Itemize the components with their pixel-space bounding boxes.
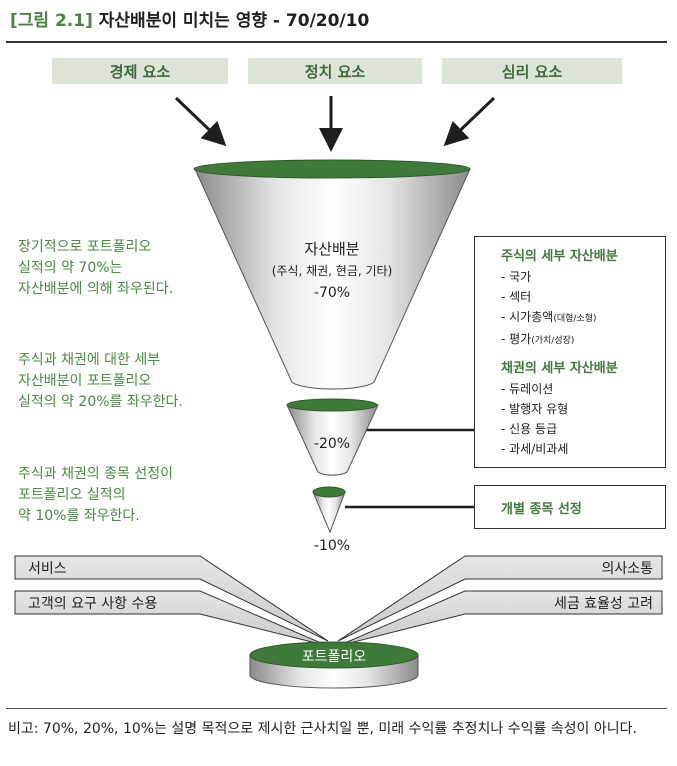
stock-detail-item: - 평가(가치/성장)	[501, 332, 575, 346]
bond-detail-item: - 듀레이션	[501, 382, 554, 396]
bar-service	[14, 555, 329, 642]
arrow-psychological	[443, 96, 496, 147]
note-line: 자산배분에 의해 좌우된다.	[18, 281, 174, 297]
note-stock-selection: 주식과 채권의 종목 선정이 포트폴리오 실적의 약 10%를 좌우한다.	[18, 464, 258, 527]
note-line: 실적의 약 70%는	[18, 260, 123, 276]
figure-number: [그림 2.1]	[10, 11, 93, 31]
consideration-bars	[14, 555, 663, 647]
label-tax-efficiency: 세금 효율성 고려	[553, 596, 653, 612]
note-line: 포트폴리오 실적의	[18, 487, 126, 503]
arrow-economic	[174, 96, 227, 147]
top-divider	[6, 41, 667, 43]
portfolio-label: 포트폴리오	[301, 649, 367, 665]
footnote: 비고: 70%, 20%, 10%는 설명 목적으로 제시한 근사치일 뿐, 미…	[8, 721, 637, 737]
note-line: 자산배분이 포트폴리오	[18, 373, 152, 389]
funnel-top-pct: -70%	[313, 285, 351, 301]
bar-communication	[337, 555, 663, 642]
funnel-asset-allocation	[193, 159, 471, 390]
factor-arrows	[174, 96, 496, 152]
note-asset-allocation: 장기적으로 포트폴리오 실적의 약 70%는 자산배분에 의해 좌우된다.	[18, 237, 258, 300]
factor-political: 정치 요소	[248, 58, 422, 84]
bond-detail-item: - 신용 등급	[501, 422, 558, 436]
portfolio-disk	[249, 641, 419, 689]
bond-detail-item: - 발행자 유형	[501, 402, 569, 416]
bar-tax-efficiency	[337, 590, 663, 647]
figure-title: [그림 2.1] 자산배분이 미치는 영향 - 70/20/10	[10, 6, 369, 31]
note-line: 주식과 채권에 대한 세부	[18, 352, 161, 368]
label-communication: 의사소통	[601, 561, 653, 577]
note-line: 장기적으로 포트폴리오	[18, 239, 152, 255]
bottom-divider	[6, 708, 667, 709]
stock-detail-heading: 주식의 세부 자산배분	[501, 249, 618, 264]
label-client-needs: 고객의 요구 사항 수용	[28, 596, 158, 612]
funnel-top-name: 자산배분	[304, 240, 360, 258]
note-sub-allocation: 주식과 채권에 대한 세부 자산배분이 포트폴리오 실적의 약 20%를 좌우한…	[18, 350, 258, 413]
figure-title-text: 자산배분이 미치는 영향 - 70/20/10	[98, 11, 370, 31]
funnel-top-sub: (주식, 채권, 현금, 기타)	[271, 264, 393, 278]
note-line: 주식과 채권의 종목 선정이	[18, 466, 174, 482]
stock-detail-item: - 시가총액(대형/소형)	[501, 310, 597, 324]
funnel-bottom-pct: -10%	[313, 538, 351, 554]
factor-psychological: 심리 요소	[442, 58, 622, 84]
bond-detail-heading: 채권의 세부 자산배분	[501, 361, 618, 376]
stock-detail-item: - 국가	[501, 270, 532, 284]
funnel-middle-pct: -20%	[313, 436, 351, 452]
note-line: 약 10%를 좌우한다.	[18, 508, 140, 524]
label-service: 서비스	[28, 561, 67, 577]
detail-allocation-box: 주식의 세부 자산배분 - 국가 - 섹터 - 시가총액(대형/소형) - 평가…	[474, 236, 666, 468]
factor-economic: 경제 요소	[52, 58, 228, 84]
funnel-stock-selection	[312, 486, 346, 534]
stock-selection-box: 개별 종목 선정	[474, 485, 666, 529]
bar-client-needs	[14, 590, 329, 647]
note-line: 실적의 약 20%를 좌우한다.	[18, 394, 183, 410]
bond-detail-item: - 과세/비과세	[501, 442, 569, 456]
funnel-sub-allocation	[286, 398, 379, 476]
stock-detail-item: - 섹터	[501, 290, 532, 304]
